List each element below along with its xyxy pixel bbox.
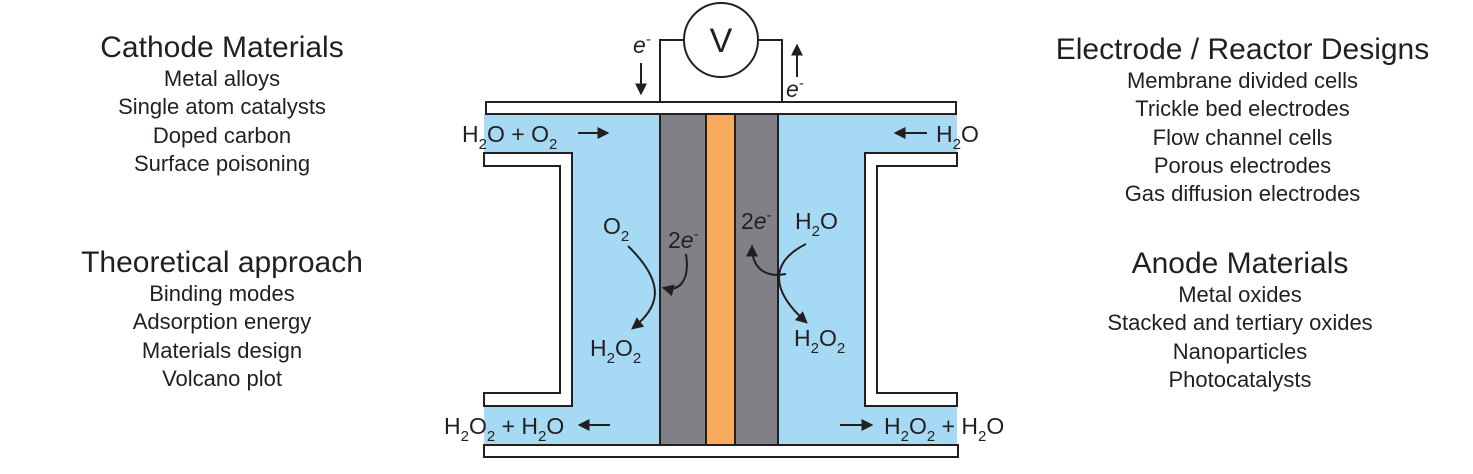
cathode-reactant-label: O2 bbox=[603, 213, 629, 245]
right-inner-wall bbox=[864, 152, 958, 407]
membrane bbox=[705, 113, 736, 446]
anode-reaction-arrow bbox=[778, 243, 808, 324]
voltmeter-label: V bbox=[710, 22, 733, 60]
voltmeter-circle-icon bbox=[683, 2, 759, 78]
cathode-material-item: Surface poisoning bbox=[133, 150, 311, 176]
electron-out-label: e- bbox=[786, 75, 804, 102]
anode-outlet-label: H2O2 + H2O bbox=[884, 413, 1004, 445]
theoretical-approach-title: Theoretical approach bbox=[81, 246, 363, 279]
left-inner-wall bbox=[483, 152, 573, 407]
reactor-design-item: Membrane divided cells bbox=[1126, 68, 1359, 93]
anode-electrolyte bbox=[778, 114, 957, 445]
external-circuit-wire bbox=[659, 39, 783, 102]
theoretical-approach-item: Volcano plot bbox=[162, 365, 282, 391]
cathode-inlet-label: H2O + O2 bbox=[462, 121, 557, 153]
cathode-material-item: Single atom catalysts bbox=[118, 94, 326, 120]
cathode-outlet-label: H2O2 + H2O bbox=[444, 413, 564, 445]
theoretical-approach-block: Theoretical approach Binding modes Adsor… bbox=[22, 246, 422, 393]
reactor-design-item: Flow channel cells bbox=[1152, 124, 1333, 150]
electron-in-label: e- bbox=[633, 31, 651, 58]
cathode-product-label: H2O2 bbox=[590, 335, 641, 367]
theoretical-approach-item: Binding modes bbox=[149, 281, 295, 306]
anode-electrons-label: 2e- bbox=[741, 207, 772, 234]
anode-product-label: H2O2 bbox=[794, 325, 845, 357]
reactor-design-item: Trickle bed electrodes bbox=[1135, 96, 1350, 122]
cathode-materials-block: Cathode Materials Metal alloys Single at… bbox=[22, 31, 422, 178]
anode-materials-title: Anode Materials bbox=[1131, 247, 1349, 280]
anode-electrode bbox=[734, 113, 779, 446]
reactor-design-item: Gas diffusion electrodes bbox=[1124, 181, 1361, 207]
reactor-designs-block: Electrode / Reactor Designs Membrane div… bbox=[1010, 33, 1473, 208]
reactor-designs-title: Electrode / Reactor Designs bbox=[1055, 33, 1430, 66]
theoretical-approach-item: Adsorption energy bbox=[132, 309, 312, 335]
cathode-material-item: Doped carbon bbox=[152, 122, 292, 148]
cathode-electrons-label: 2e- bbox=[668, 226, 699, 253]
anode-reactant-label: H2O bbox=[795, 208, 838, 240]
reactor-design-item: Porous electrodes bbox=[1153, 152, 1332, 178]
bottom-wall bbox=[483, 444, 959, 458]
cathode-material-item: Metal alloys bbox=[163, 66, 281, 91]
anode-inlet-label: H2O bbox=[936, 121, 979, 153]
cathode-reaction-arrow bbox=[627, 245, 656, 330]
anode-materials-block: Anode Materials Metal oxides Stacked and… bbox=[1010, 247, 1470, 394]
cathode-materials-title: Cathode Materials bbox=[100, 31, 344, 64]
anode-material-item: Photocatalysts bbox=[1168, 366, 1312, 392]
anode-material-item: Nanoparticles bbox=[1172, 338, 1308, 364]
theoretical-approach-item: Materials design bbox=[141, 337, 303, 363]
anode-material-item: Stacked and tertiary oxides bbox=[1107, 310, 1373, 336]
cathode-electron-arrow bbox=[661, 253, 688, 297]
top-wall bbox=[485, 101, 957, 115]
anode-electron-arrow bbox=[746, 244, 787, 276]
anode-material-item: Metal oxides bbox=[1178, 282, 1302, 307]
